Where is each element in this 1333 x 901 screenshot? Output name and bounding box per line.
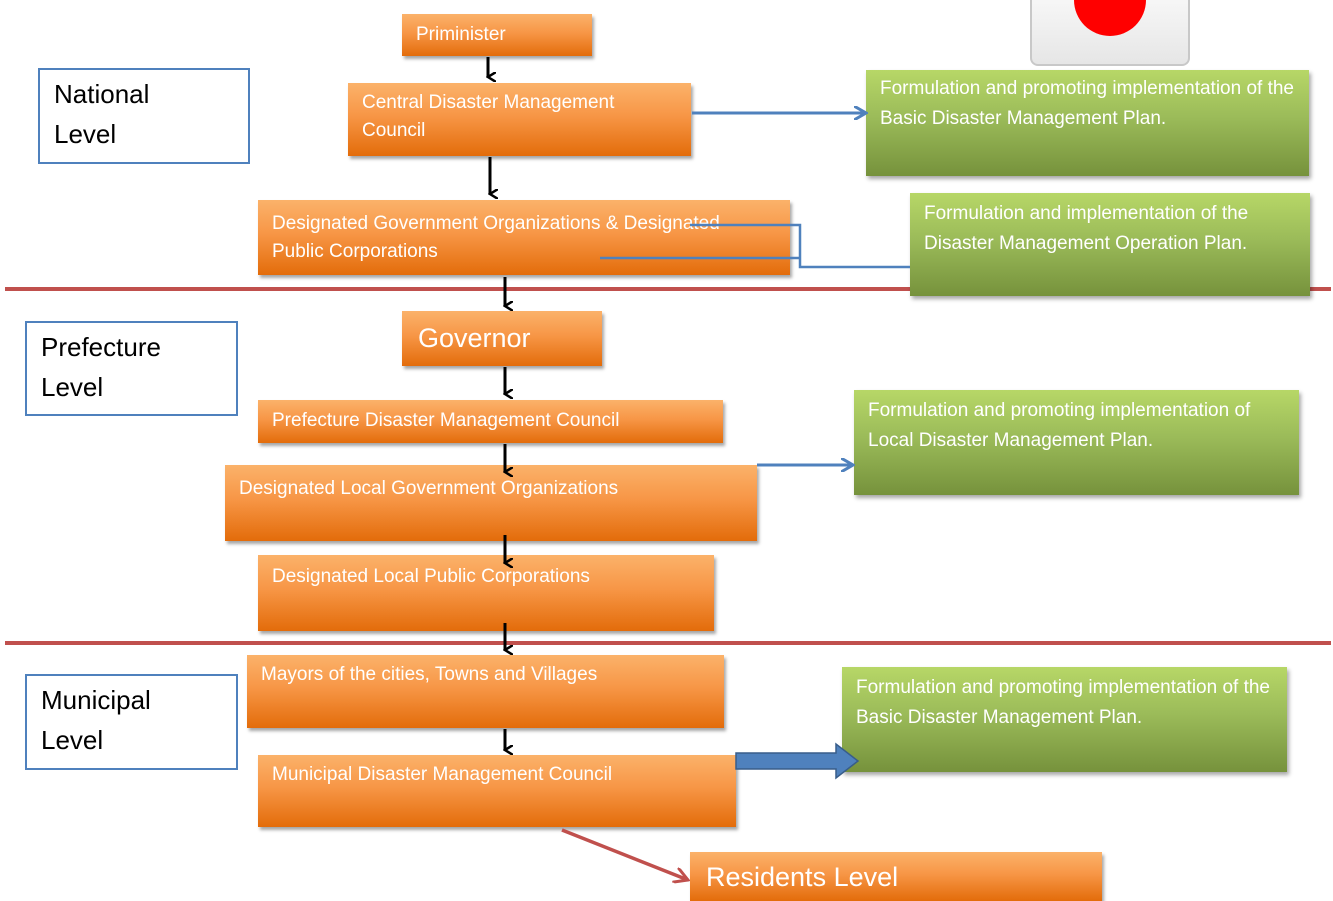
priminister-box: Priminister [402,14,592,56]
prefecture-level-label: Prefecture Level [25,321,238,416]
mayors-box: Mayors of the cities, Towns and Villages [247,655,724,728]
governor-box: Governor [402,311,602,366]
local-public-corps-box: Designated Local Public Corporations [258,555,714,631]
divider-prefecture-municipal [5,641,1331,645]
block-arrow-muni-council-to-note [735,742,860,780]
national-level-label: National Level [38,68,250,164]
designated-gov-box: Designated Government Organizations & De… [258,200,790,275]
note-local-plan: Formulation and promoting implementation… [854,390,1299,495]
note-basic-plan-national: Formulation and promoting implementation… [866,70,1309,176]
note-basic-plan-municipal: Formulation and promoting implementation… [842,667,1287,772]
arrow-muni-council-to-residents [561,828,688,880]
divider-national-prefecture [5,287,1331,291]
municipal-level-label: Municipal Level [25,674,238,770]
central-council-box: Central Disaster Management Council [348,83,691,156]
connector-designated-to-operation-note [690,223,910,269]
residents-level-box: Residents Level [690,852,1102,901]
note-operation-plan: Formulation and implementation of the Di… [910,193,1310,296]
muni-council-box: Municipal Disaster Management Council [258,755,736,827]
local-gov-orgs-box: Designated Local Government Organization… [225,465,757,541]
pref-council-box: Prefecture Disaster Management Council [258,400,723,443]
japan-flag-icon [1030,0,1190,66]
